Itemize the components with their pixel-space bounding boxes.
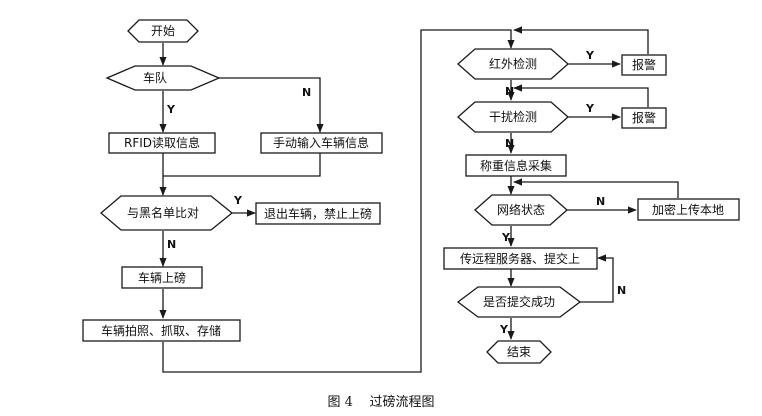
edges (159, 26, 679, 373)
node-network-label: 网络状态 (497, 202, 545, 217)
node-alarm-2-label: 报警 (632, 110, 656, 125)
edge-fleet-manual (219, 77, 324, 133)
node-start: 开始 (127, 19, 199, 43)
node-infrared-label: 红外检测 (489, 56, 537, 71)
node-manual-label: 手动输入车辆信息 (273, 135, 369, 150)
node-network-decision: 网络状态 (474, 194, 568, 226)
edge-alarm1-loop (513, 26, 649, 54)
node-photo: 车辆拍照、抓取、存储 (82, 319, 241, 342)
node-end: 结束 (486, 340, 552, 364)
edge-encrypt-loop (513, 178, 679, 198)
edge-alarm2-loop (513, 84, 649, 107)
node-success-decision: 是否提交成功 (456, 286, 582, 318)
node-interference-decision: 干扰检测 (457, 101, 569, 133)
node-rfid-label: RFID读取信息 (124, 135, 200, 150)
node-collect-label: 称重信息采集 (480, 158, 552, 173)
node-exit: 退出车辆，禁止上磅 (255, 202, 381, 225)
node-start-label: 开始 (151, 24, 175, 38)
node-upload: 传远程服务器、提交上 (443, 247, 598, 270)
label-infrared-no: N (505, 85, 514, 98)
label-interference-yes: Y (585, 102, 595, 115)
label-fleet-yes: Y (166, 103, 176, 116)
node-alarm-1-label: 报警 (632, 57, 656, 72)
node-blacklist-label: 与黑名单比对 (127, 205, 199, 220)
label-fleet-no: N (302, 86, 311, 99)
node-weigh-on: 车辆上磅 (121, 266, 203, 289)
node-success-label: 是否提交成功 (483, 294, 555, 309)
node-exit-label: 退出车辆，禁止上磅 (264, 206, 372, 221)
node-encrypt-label: 加密上传本地 (652, 202, 724, 217)
node-collect: 称重信息采集 (465, 154, 567, 177)
edge-manual-blacklist (163, 153, 321, 177)
node-manual: 手动输入车辆信息 (260, 132, 383, 154)
node-interference-label: 干扰检测 (489, 109, 537, 124)
edge-success-retry (580, 254, 614, 303)
label-infrared-yes: Y (585, 49, 595, 62)
edge-labels: Y N Y N Y N Y N N Y N Y (166, 49, 626, 336)
label-interference-no: N (505, 137, 514, 150)
node-fleet-label: 车队 (143, 70, 167, 85)
label-success-no: N (617, 284, 626, 297)
node-infrared-decision: 红外检测 (457, 48, 569, 80)
label-network-yes: Y (501, 231, 511, 244)
label-success-yes: Y (499, 323, 509, 336)
node-rfid: RFID读取信息 (108, 132, 216, 154)
node-alarm-1: 报警 (621, 54, 667, 76)
node-end-label: 结束 (507, 345, 531, 359)
node-fleet-decision: 车队 (105, 65, 221, 91)
node-alarm-2: 报警 (621, 107, 667, 129)
node-weigh-on-label: 车辆上磅 (138, 270, 186, 285)
edge-photo-infrared (162, 29, 515, 373)
figure-caption: 图 4 过磅流程图 (328, 394, 435, 410)
label-network-no: N (596, 195, 605, 208)
node-upload-label: 传远程服务器、提交上 (460, 251, 580, 266)
label-blacklist-no: N (167, 238, 176, 251)
node-photo-label: 车辆拍照、抓取、存储 (101, 323, 221, 338)
node-encrypt: 加密上传本地 (637, 198, 740, 221)
node-blacklist-decision: 与黑名单比对 (99, 195, 234, 231)
label-blacklist-yes: Y (233, 194, 243, 207)
